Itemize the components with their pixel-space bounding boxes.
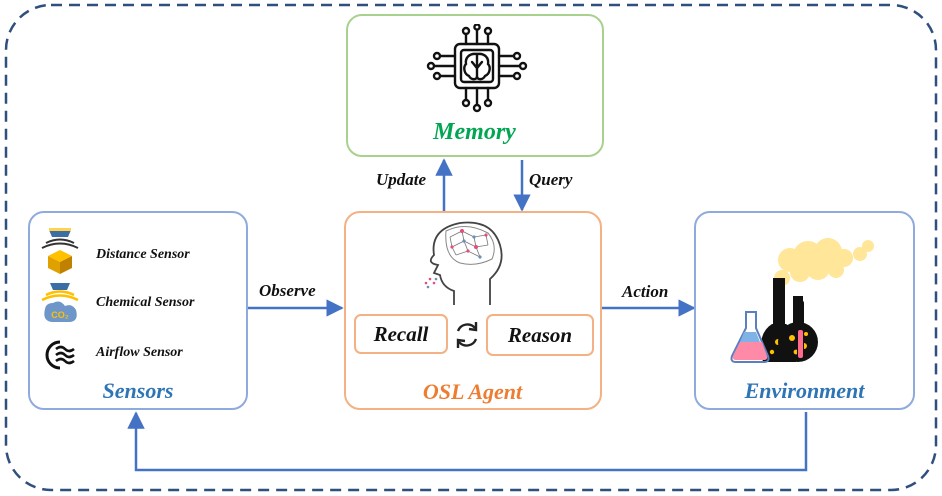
memory-title: Memory — [433, 119, 516, 145]
chemical-sensor-icon: CO₂ — [41, 283, 79, 322]
agent-title: OSL Agent — [422, 379, 523, 404]
agent-box: Recall Reason OSL Agent — [344, 211, 602, 410]
sensor-label-airflow: Airflow Sensor — [96, 345, 183, 360]
recall-box: Recall — [354, 314, 448, 354]
environment-title: Environment — [744, 378, 865, 403]
co2-text: CO₂ — [51, 310, 69, 320]
sensors-title: Sensors — [102, 378, 174, 403]
sensor-row-airflow: Airflow Sensor — [38, 338, 238, 370]
reason-box: Reason — [486, 314, 594, 356]
action-label: Action — [622, 282, 669, 301]
airflow-sensor-icon — [45, 340, 75, 370]
lab-flask-icon — [730, 238, 874, 363]
query-label: Query — [529, 170, 573, 189]
distance-sensor-icon — [41, 228, 79, 274]
memory-box: Memory — [346, 14, 604, 157]
outer-dashed-frame — [4, 3, 938, 492]
head-brain-icon — [424, 221, 503, 305]
feedback-arrow — [127, 411, 808, 472]
refresh-cycle-icon — [456, 322, 478, 348]
recall-label: Recall — [373, 321, 429, 346]
sensor-label-chemical: Chemical Sensor — [96, 295, 195, 310]
environment-box — [694, 211, 915, 410]
sensor-row-chemical: CO₂ Chemical Sensor — [38, 283, 238, 322]
observe-label: Observe — [259, 281, 316, 300]
update-label: Update — [376, 170, 427, 189]
sensor-row-distance: Distance Sensor — [38, 228, 238, 274]
brain-chip-icon — [426, 24, 528, 113]
sensor-label-distance: Distance Sensor — [96, 247, 190, 262]
reason-label: Reason — [507, 322, 573, 347]
